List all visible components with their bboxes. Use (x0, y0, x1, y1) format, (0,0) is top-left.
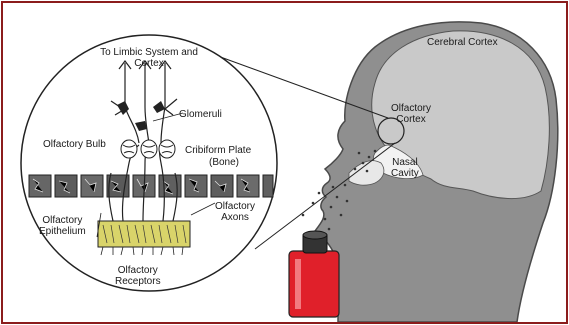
label-olfactory-receptors-line2: Receptors (115, 276, 161, 287)
label-nasal-cavity: Nasal Cavity (391, 157, 419, 179)
label-cribriform-plate-note: (Bone) (209, 157, 239, 168)
label-olfactory-cortex: Olfactory Cortex (391, 103, 431, 125)
label-glomeruli: Glomeruli (179, 109, 222, 120)
label-olfactory-bulb: Olfactory Bulb (43, 139, 106, 150)
label-nasal-cavity-line2: Cavity (391, 168, 419, 179)
label-cribriform-plate: Cribiform Plate (185, 145, 251, 156)
label-olfactory-receptors: Olfactory Receptors (115, 265, 161, 287)
label-olfactory-epithelium-line2: Epithelium (39, 226, 86, 237)
olfactory-system-diagram (3, 3, 566, 322)
label-olfactory-axons-line2: Axons (215, 212, 255, 223)
label-nasal-cavity-line1: Nasal (391, 157, 419, 168)
glomeruli (121, 140, 175, 158)
label-olfactory-cortex-line2: Cortex (391, 114, 431, 125)
label-olfactory-cortex-line1: Olfactory (391, 103, 431, 114)
label-olfactory-axons: Olfactory Axons (215, 201, 255, 223)
label-olfactory-epithelium-line1: Olfactory (39, 215, 86, 226)
label-olfactory-receptors-line1: Olfactory (115, 265, 161, 276)
label-cerebral-cortex: Cerebral Cortex (427, 37, 498, 48)
label-olfactory-axons-line1: Olfactory (215, 201, 255, 212)
label-limbic-system: To Limbic System and Cortex (89, 47, 209, 69)
label-olfactory-epithelium: Olfactory Epithelium (39, 215, 86, 237)
